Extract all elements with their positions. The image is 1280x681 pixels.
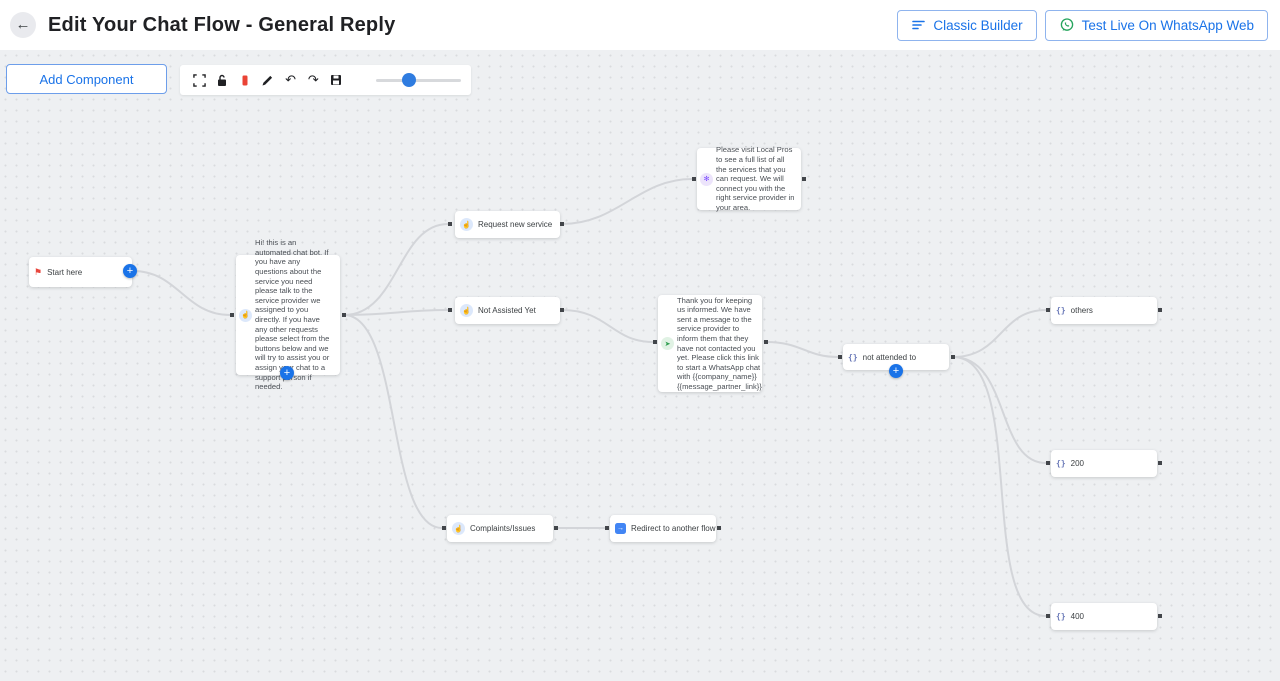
node-thank-you-message[interactable]: ➤ Thank you for keeping us informed. We … bbox=[658, 295, 762, 392]
button-option-icon: ☝ bbox=[460, 304, 473, 317]
zoom-slider-handle[interactable] bbox=[401, 73, 416, 87]
fit-view-icon bbox=[193, 73, 206, 87]
node-others[interactable]: {} others bbox=[1051, 297, 1157, 324]
test-live-whatsapp-button[interactable]: Test Live On WhatsApp Web bbox=[1044, 9, 1268, 41]
node-label: Request new service bbox=[478, 220, 553, 229]
node-label: 200 bbox=[1070, 459, 1084, 468]
edit-button[interactable] bbox=[258, 69, 277, 91]
node-redirect-to-another-flow[interactable]: → Redirect to another flow bbox=[610, 515, 716, 542]
node-label: others bbox=[1070, 306, 1093, 315]
node-message-text: Please visit Local Pros to see a full li… bbox=[716, 145, 795, 212]
lock-button[interactable] bbox=[213, 69, 232, 91]
header-actions: Classic Builder Test Live On WhatsApp We… bbox=[897, 9, 1270, 41]
undo-button[interactable]: ↶ bbox=[281, 69, 300, 91]
classic-builder-button[interactable]: Classic Builder bbox=[897, 9, 1037, 41]
add-connection-button-not-attended[interactable]: + bbox=[889, 364, 903, 378]
redo-icon: ↷ bbox=[307, 72, 319, 87]
redo-button[interactable]: ↷ bbox=[304, 69, 323, 91]
redirect-flow-icon: → bbox=[615, 523, 626, 534]
flow-canvas[interactable]: Add Component bbox=[0, 50, 1280, 681]
connection-ports bbox=[230, 177, 1162, 618]
fit-view-button[interactable] bbox=[190, 69, 209, 91]
keyword-condition-icon: {} bbox=[1056, 612, 1066, 621]
whatsapp-icon bbox=[1060, 18, 1073, 31]
pencil-icon bbox=[262, 75, 273, 85]
delete-button[interactable] bbox=[236, 69, 255, 91]
builder-lines-icon bbox=[912, 20, 926, 30]
node-not-assisted-yet[interactable]: ☝ Not Assisted Yet bbox=[455, 297, 560, 324]
add-connection-button-start[interactable]: + bbox=[123, 264, 137, 278]
zoom-slider[interactable] bbox=[375, 73, 462, 87]
node-welcome-message[interactable]: ☝ Hi! this is an automated chat bot. If … bbox=[236, 238, 340, 391]
canvas-toolbar: ↶ ↷ bbox=[180, 65, 471, 95]
node-request-new-service[interactable]: ☝ Request new service bbox=[455, 211, 560, 238]
node-complaints-issues[interactable]: ☝ Complaints/Issues bbox=[447, 515, 553, 542]
node-label: Start here bbox=[47, 267, 83, 277]
node-label: 400 bbox=[1070, 612, 1084, 621]
save-icon bbox=[331, 75, 342, 85]
node-message-text: Hi! this is an automated chat bot. If yo… bbox=[255, 238, 330, 392]
keyword-condition-icon: {} bbox=[1056, 306, 1066, 315]
button-option-icon: ☝ bbox=[452, 522, 465, 535]
node-label: Not Assisted Yet bbox=[478, 306, 536, 315]
page-title: Edit Your Chat Flow - General Reply bbox=[48, 13, 396, 36]
back-button[interactable]: ← bbox=[10, 12, 36, 38]
start-flag-icon: ⚑ bbox=[34, 266, 43, 277]
button-option-icon: ☝ bbox=[460, 218, 473, 231]
keyword-condition-icon: {} bbox=[1056, 459, 1066, 468]
delete-icon bbox=[242, 75, 248, 85]
node-start-here[interactable]: ⚑ Start here bbox=[29, 257, 132, 287]
test-live-label: Test Live On WhatsApp Web bbox=[1081, 17, 1254, 33]
undo-icon: ↶ bbox=[285, 72, 297, 87]
node-200[interactable]: {} 200 bbox=[1051, 450, 1157, 477]
flow-edges bbox=[132, 177, 1162, 618]
add-component-button[interactable]: Add Component bbox=[6, 64, 167, 94]
node-label: Redirect to another flow bbox=[631, 524, 716, 533]
add-connection-button-welcome[interactable]: + bbox=[280, 366, 294, 380]
node-label: Complaints/Issues bbox=[470, 524, 536, 533]
node-400[interactable]: {} 400 bbox=[1051, 603, 1157, 630]
send-message-icon: ➤ bbox=[661, 337, 674, 350]
node-label: not attended to bbox=[862, 352, 917, 362]
node-message-text: Thank you for keeping us informed. We ha… bbox=[677, 295, 762, 391]
lock-icon bbox=[218, 74, 227, 86]
classic-builder-label: Classic Builder bbox=[933, 17, 1023, 33]
save-button[interactable] bbox=[327, 69, 346, 91]
buttons-component-icon: ☝ bbox=[239, 308, 252, 322]
zoom-slider-track bbox=[375, 79, 462, 82]
keyword-condition-icon: {} bbox=[848, 352, 858, 362]
template-component-icon: ✻ bbox=[700, 172, 713, 186]
header: ← Edit Your Chat Flow - General Reply Cl… bbox=[0, 0, 1280, 50]
node-local-pros-message[interactable]: ✻ Please visit Local Pros to see a full … bbox=[697, 145, 801, 212]
